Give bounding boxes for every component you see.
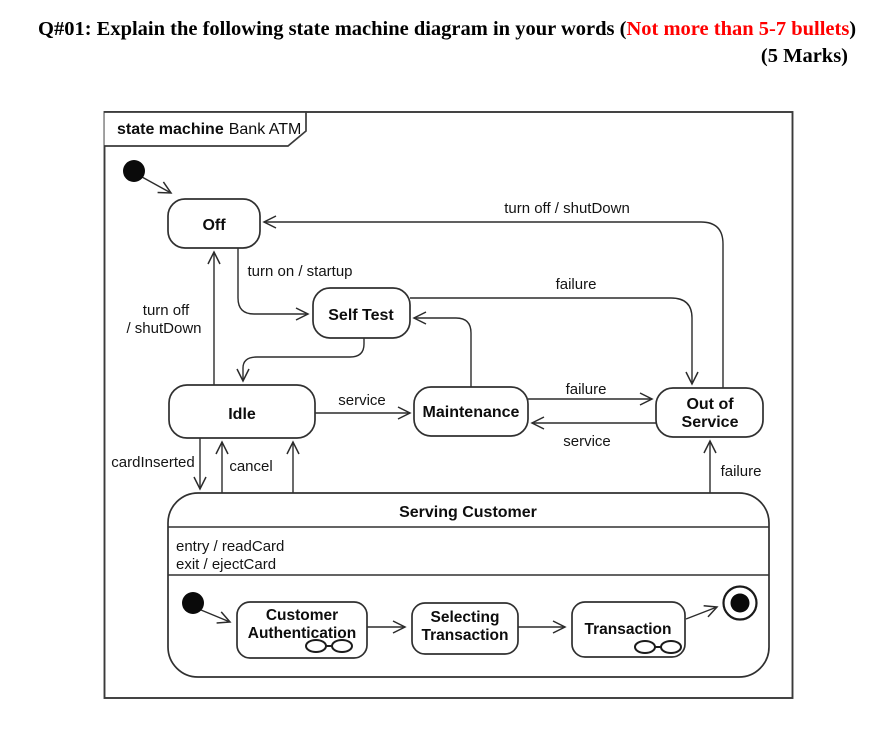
state-self-test: Self Test <box>312 287 411 339</box>
label-cancel: cancel <box>229 458 272 475</box>
state-customer-authentication: Customer Authentication <box>236 601 368 659</box>
final-state-inner-dot <box>730 593 750 613</box>
label-failure-maintenance: failure <box>566 381 607 398</box>
label-service-oos: service <box>563 433 611 450</box>
state-selecting-transaction-box <box>411 602 519 655</box>
state-maintenance-box <box>413 386 529 437</box>
transition-inner-initial-to-auth <box>200 609 232 624</box>
state-transaction-label: Transaction <box>585 621 672 638</box>
state-out-of-service-label-line2: Service <box>682 414 739 431</box>
state-out-of-service-box <box>655 387 764 438</box>
transition-selftest-to-idle <box>236 338 365 383</box>
label-failure-serving: failure <box>721 463 762 480</box>
diagram-frame <box>103 111 794 699</box>
submachine-icon <box>305 639 353 653</box>
transition-off-to-selftest <box>237 248 310 321</box>
transitions <box>141 176 724 493</box>
label-turn-on-startup: turn on / startup <box>247 263 352 280</box>
marks-label: (5 Marks) <box>760 45 848 67</box>
label-turn-off-left-line2: / shutDown <box>126 320 201 337</box>
state-customer-authentication-label-line2: Authentication <box>248 625 357 642</box>
state-out-of-service: Out of Service <box>655 387 764 438</box>
state-self-test-box <box>312 287 411 339</box>
initial-state <box>123 160 145 182</box>
serving-customer-entry-action: entry / readCard <box>176 538 284 555</box>
state-transaction: Transaction <box>571 601 686 658</box>
transition-initial-to-off <box>141 176 173 194</box>
question-suffix: ) <box>849 18 857 40</box>
state-off-box <box>167 198 261 249</box>
state-idle-label: Idle <box>228 406 256 423</box>
transition-labels: turn off / shutDown turn on / startup fa… <box>111 200 761 480</box>
inner-initial-state <box>182 592 204 614</box>
state-transaction-box <box>571 601 686 658</box>
transition-oos-to-off <box>262 215 724 388</box>
frame-label: state machine Bank ATM <box>117 121 301 138</box>
state-off: Off <box>167 198 261 249</box>
state-out-of-service-label-line1: Out of <box>686 396 734 413</box>
submachine-icon <box>634 640 682 654</box>
state-serving-customer-title: Serving Customer <box>399 504 537 521</box>
serving-customer-exit-action: exit / ejectCard <box>176 556 276 573</box>
state-off-label: Off <box>202 217 226 234</box>
state-maintenance: Maintenance <box>413 386 529 437</box>
frame-label-name: Bank ATM <box>229 121 302 138</box>
label-turn-off-left-line1: turn off <box>143 302 190 319</box>
question-prefix: Q#01: Explain the following state machin… <box>38 18 627 40</box>
transition-selftest-to-oos <box>410 297 699 386</box>
state-customer-authentication-label-line1: Customer <box>266 607 338 624</box>
label-failure-selftest: failure <box>556 276 597 293</box>
state-maintenance-label: Maintenance <box>423 404 520 421</box>
label-service-idle: service <box>338 392 386 409</box>
frame-label-keyword: state machine <box>117 121 224 138</box>
transition-transaction-to-final <box>685 604 719 620</box>
state-selecting-transaction: Selecting Transaction <box>411 602 519 655</box>
state-selecting-transaction-label-line1: Selecting <box>431 609 500 626</box>
frame-tab <box>104 111 307 147</box>
state-self-test-label: Self Test <box>328 307 394 324</box>
label-card-inserted: cardInserted <box>111 454 194 471</box>
final-state <box>722 585 758 621</box>
state-idle: Idle <box>168 384 316 439</box>
transition-maintenance-to-selftest <box>412 311 472 387</box>
state-idle-box <box>168 384 316 439</box>
state-serving-customer: Serving Customer entry / readCard exit /… <box>167 492 770 678</box>
question-highlight: Not more than 5-7 bullets <box>626 18 850 40</box>
question-title: Q#01: Explain the following state machin… <box>38 18 856 41</box>
state-selecting-transaction-label-line2: Transaction <box>422 627 509 644</box>
label-turn-off-shutdown-top: turn off / shutDown <box>504 200 630 217</box>
